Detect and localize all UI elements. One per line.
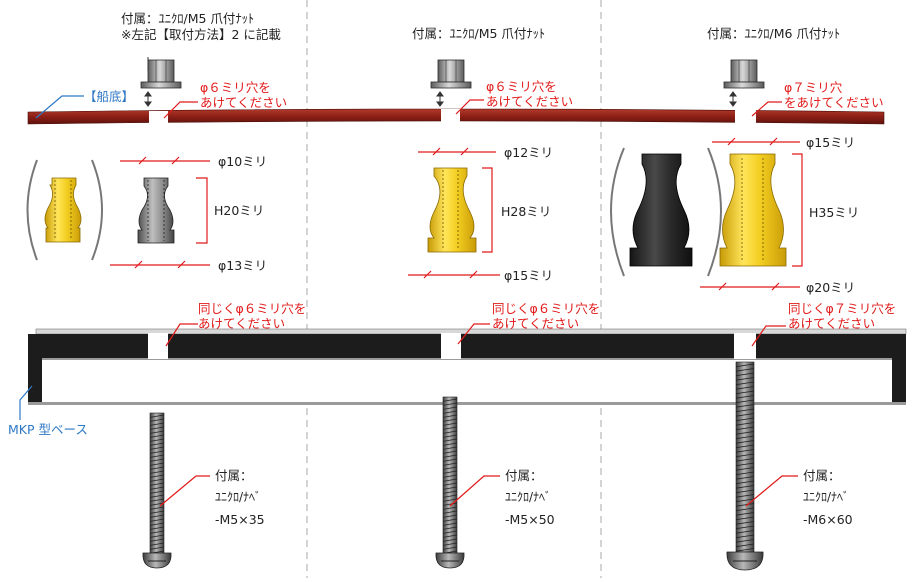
hole-label-1-line2: あけてください <box>200 95 288 110</box>
base-hole-label-1-line2: あけてください <box>198 316 286 331</box>
hull-label: 【船底】 <box>84 89 135 104</box>
bracket-left-3 <box>610 147 625 277</box>
base-hole-3 <box>734 333 756 359</box>
screw-threads-1 <box>149 414 165 554</box>
dim-bottom-line-3 <box>700 282 800 291</box>
height-2: H28ミリ <box>501 204 552 219</box>
bracket-right-3 <box>707 147 722 277</box>
bottom-diameter-3: φ20ミリ <box>806 280 856 295</box>
screw-label-2-line1: 付属： <box>505 468 543 483</box>
dim-top-line-3 <box>712 137 800 146</box>
top-diameter-1: φ10ミリ <box>218 154 268 169</box>
claw-nut-3 <box>723 59 765 89</box>
screw-3 <box>726 361 764 571</box>
base-hole-leader-2 <box>457 323 490 345</box>
spacer-black-large <box>629 153 693 267</box>
dim-height-bracket-2 <box>482 167 493 253</box>
screw-label-2-line2: ﾕﾆｸﾛ/ﾅﾍﾞ <box>505 490 552 504</box>
hull-hole-2 <box>441 109 460 123</box>
screw-threads-2 <box>442 398 458 554</box>
screw-leader-3 <box>745 475 798 507</box>
base-label: MKP 型ベース <box>8 422 88 437</box>
spacer-grey-small <box>137 177 175 244</box>
screw-label-1-line1: 付属： <box>215 468 253 483</box>
dim-height-bracket-1 <box>196 177 208 244</box>
dim-bottom-line-2 <box>408 270 500 279</box>
dim-bottom-line-1 <box>110 260 210 269</box>
hole-label-2-line1: φ６ミリ穴を <box>486 79 557 94</box>
screw-leader-2 <box>449 475 500 507</box>
screw-threads-3 <box>735 363 755 552</box>
spacer-brass-medium <box>427 167 477 253</box>
bracket-right-1 <box>91 159 103 261</box>
hole-label-3-line2: をあけてください <box>784 95 884 110</box>
hole-leader-2 <box>455 99 484 115</box>
base-label-leader <box>19 385 33 420</box>
spacer-brass-large <box>719 153 787 267</box>
claw-nut-1 <box>140 57 182 89</box>
base-hole-label-3-line2: あけてください <box>788 316 876 331</box>
hull-hole-1 <box>149 111 168 125</box>
height-3: H35ミリ <box>809 205 860 220</box>
screw-1 <box>142 412 172 569</box>
base-hole-1 <box>148 333 168 359</box>
base-hole-label-1-line1: 同じくφ６ミリ穴を <box>198 301 307 316</box>
hole-leader-3 <box>751 101 782 117</box>
base-hole-label-2-line1: 同じくφ６ミリ穴を <box>492 301 601 316</box>
bracket-left-1 <box>26 159 38 261</box>
hole-label-2-line2: あけてください <box>486 94 574 109</box>
screw-2 <box>435 396 465 569</box>
bottom-diameter-1: φ13ミリ <box>218 258 268 273</box>
spacer-brass-small <box>44 177 82 243</box>
hole-leader-1 <box>163 101 198 119</box>
height-1: H20ミリ <box>214 203 265 218</box>
screw-label-1-line3: -M5×35 <box>215 512 265 527</box>
top-diameter-3: φ15ミリ <box>806 135 856 150</box>
hole-label-1-line1: φ６ミリ穴を <box>200 80 271 95</box>
hull-hole-3 <box>735 110 756 124</box>
nut-note-1: ※左記【取付方法】2 に記載 <box>121 27 281 42</box>
claw-nut-2 <box>430 59 472 89</box>
nut-arrow-1 <box>144 91 152 107</box>
screw-label-3-line2: ﾕﾆｸﾛ/ﾅﾍﾞ <box>803 490 850 504</box>
base-hole-2 <box>441 333 461 359</box>
screw-label-3-line3: -M6×60 <box>803 512 853 527</box>
nut-label-1: 付属：ﾕﾆｸﾛ/M5 爪付ﾅｯﾄ <box>121 11 255 26</box>
screw-label-2-line3: -M5×50 <box>505 512 555 527</box>
nut-arrow-3 <box>729 91 737 107</box>
hole-label-3-line1: φ７ミリ穴 <box>784 80 843 95</box>
nut-label-3: 付属：ﾕﾆｸﾛ/M6 爪付ﾅｯﾄ <box>707 26 841 41</box>
nut-label-2: 付属：ﾕﾆｸﾛ/M5 爪付ﾅｯﾄ <box>412 26 546 41</box>
base-hole-label-3-line1: 同じくφ７ミリ穴を <box>788 301 897 316</box>
top-diameter-2: φ12ミリ <box>504 145 554 160</box>
screw-label-3-line1: 付属： <box>803 468 841 483</box>
nut-arrow-2 <box>436 91 444 107</box>
dim-top-line-2 <box>418 147 496 156</box>
dim-height-bracket-3 <box>792 153 803 267</box>
hull-label-leader <box>35 95 84 119</box>
screw-leader-1 <box>159 475 210 507</box>
base-hole-label-2-line2: あけてください <box>492 316 580 331</box>
dim-top-line-1 <box>120 156 210 165</box>
screw-label-1-line2: ﾕﾆｸﾛ/ﾅﾍﾞ <box>215 490 262 504</box>
base-hole-leader-1 <box>165 323 198 347</box>
base-hole-leader-3 <box>751 325 786 347</box>
bottom-diameter-2: φ15ミリ <box>504 268 554 283</box>
